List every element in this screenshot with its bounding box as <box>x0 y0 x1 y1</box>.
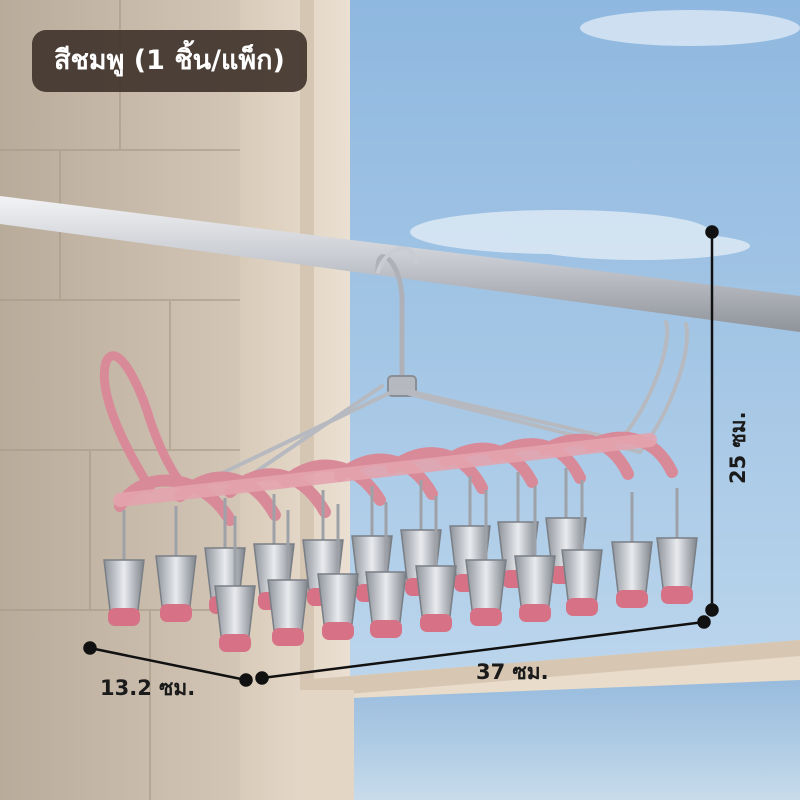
color-pack-badge: สีชมพู (1 ชิ้น/แพ็ก) <box>32 30 307 92</box>
width-dimension-label: 37 ซม. <box>476 660 549 684</box>
clips-front-row <box>214 480 603 652</box>
depth-dimension-label: 13.2 ซม. <box>100 676 196 700</box>
pink-handle-loop <box>99 351 189 493</box>
clouds <box>410 10 800 260</box>
dimension-lines <box>83 225 719 687</box>
height-dimension-label: 25 ซม. <box>726 411 750 484</box>
stone-wall <box>0 0 250 800</box>
drying-rail <box>0 196 800 332</box>
hanger-hook <box>375 254 405 395</box>
